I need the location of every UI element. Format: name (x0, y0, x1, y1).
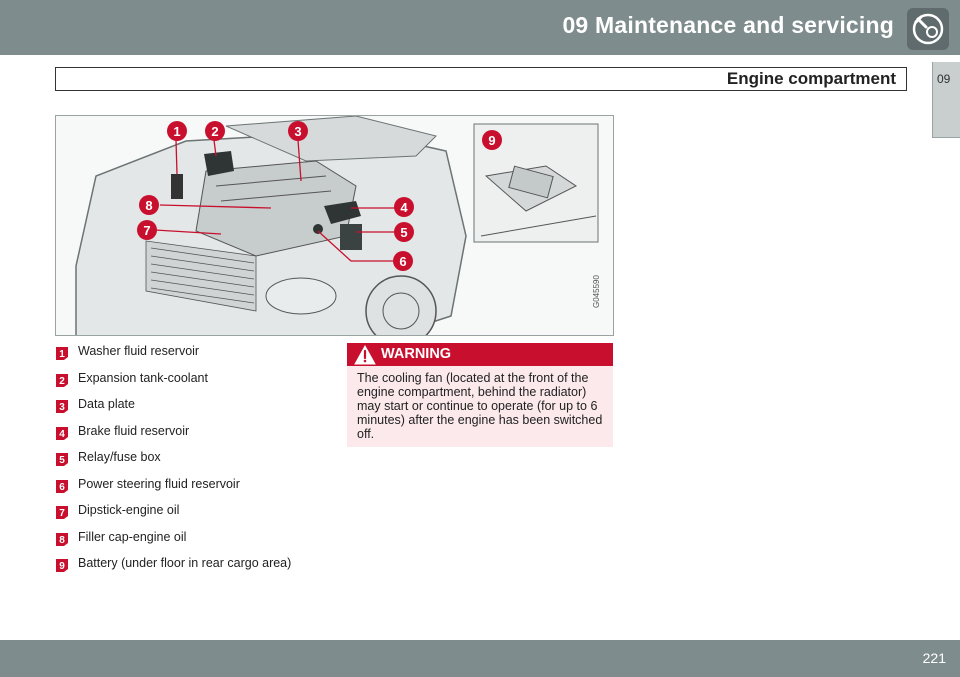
legend-label: Relay/fuse box (78, 450, 161, 464)
chapter-title: 09 Maintenance and servicing (562, 12, 894, 38)
number-badge: 4 (56, 426, 68, 440)
chapter-header: 09 Maintenance and servicing (0, 0, 960, 55)
warning-triangle-icon (354, 345, 376, 365)
svg-text:5: 5 (400, 225, 407, 240)
legend-label: Filler cap-engine oil (78, 529, 187, 544)
callout-6: 6 (393, 251, 413, 271)
callout-8: 8 (139, 195, 159, 215)
callout-1: 1 (167, 121, 187, 141)
list-item: 4 Brake fluid reservoir (55, 423, 345, 450)
svg-text:9: 9 (488, 133, 495, 148)
number-badge: 6 (56, 479, 68, 493)
page-number: 221 (922, 650, 946, 666)
callout-7: 7 (137, 220, 157, 240)
engine-compartment-illustration: 1 2 3 4 5 6 7 8 9 G045590 (55, 115, 614, 336)
svg-text:3: 3 (294, 124, 301, 139)
list-item: 3 Data plate (55, 396, 345, 423)
svg-text:8: 8 (59, 535, 65, 546)
warning-text: The cooling fan (located at the front of… (357, 371, 603, 441)
callout-4: 4 (394, 197, 414, 217)
svg-text:2: 2 (211, 124, 218, 139)
number-badge: 3 (56, 400, 68, 413)
number-badge: 8 (56, 532, 68, 546)
page-footer: 221 (0, 640, 960, 677)
svg-text:4: 4 (400, 200, 408, 215)
number-badge: 1 (56, 347, 68, 360)
warning-header: WARNING (347, 343, 613, 366)
callout-3: 3 (288, 121, 308, 141)
svg-text:9: 9 (59, 561, 65, 572)
svg-text:4: 4 (59, 429, 65, 440)
component-legend: 1 Washer fluid reservoir 2 Expansion tan… (55, 343, 345, 582)
chapter-tab-label: 09 (937, 72, 951, 86)
number-badge: 9 (56, 559, 68, 572)
number-badge: 2 (56, 373, 68, 387)
legend-label: Battery (under floor in rear cargo area) (78, 556, 292, 570)
number-badge: 5 (56, 453, 68, 466)
legend-label: Dipstick-engine oil (78, 503, 180, 517)
warning-title: WARNING (381, 346, 452, 362)
figure-code: G045590 (592, 275, 601, 308)
legend-label: Power steering fluid reservoir (78, 476, 240, 491)
legend-label: Expansion tank-coolant (78, 370, 208, 385)
section-title: Engine compartment (726, 69, 896, 88)
callout-5: 5 (394, 222, 414, 242)
number-badge: 7 (56, 506, 68, 519)
warning-box: WARNING The cooling fan (located at the … (347, 343, 613, 447)
svg-text:3: 3 (59, 402, 65, 413)
chapter-tab[interactable]: 09 (932, 62, 960, 138)
svg-text:6: 6 (399, 254, 406, 269)
list-item: 7 Dipstick-engine oil (55, 502, 345, 529)
svg-text:7: 7 (143, 223, 150, 238)
callout-2: 2 (205, 121, 225, 141)
list-item: 2 Expansion tank-coolant (55, 370, 345, 397)
svg-text:1: 1 (173, 124, 180, 139)
list-item: 6 Power steering fluid reservoir (55, 476, 345, 503)
list-item: 1 Washer fluid reservoir (55, 343, 345, 370)
list-item: 8 Filler cap-engine oil (55, 529, 345, 556)
legend-label: Brake fluid reservoir (78, 423, 190, 438)
svg-text:6: 6 (59, 482, 65, 493)
list-item: 9 Battery (under floor in rear cargo are… (55, 555, 345, 582)
svg-text:8: 8 (145, 198, 152, 213)
callout-9: 9 (482, 130, 502, 150)
svg-text:7: 7 (59, 508, 65, 519)
legend-label: Data plate (78, 397, 135, 411)
svg-text:2: 2 (59, 376, 65, 387)
svg-text:5: 5 (59, 455, 65, 466)
section-header: Engine compartment (55, 67, 907, 91)
legend-label: Washer fluid reservoir (78, 344, 200, 358)
wrench-gear-icon (907, 8, 949, 50)
list-item: 5 Relay/fuse box (55, 449, 345, 476)
svg-text:1: 1 (59, 349, 65, 360)
